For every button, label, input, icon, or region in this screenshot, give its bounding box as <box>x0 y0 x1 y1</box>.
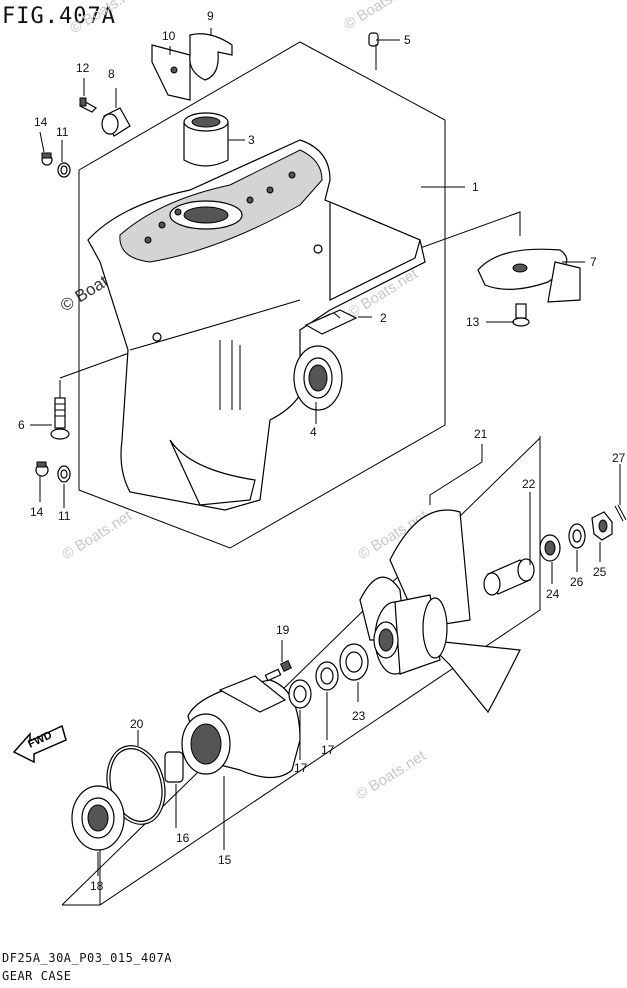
figure-title: FIG.407A <box>2 4 116 29</box>
watermark-text: © Boats.net <box>341 0 417 33</box>
callout-8: 8 <box>108 67 115 81</box>
propeller-hardware <box>483 504 627 596</box>
callout-2: 2 <box>380 311 387 325</box>
propeller <box>359 509 521 714</box>
callout-numbers: 1 2 3 4 5 6 7 8 9 10 11 11 12 13 14 14 1… <box>18 9 626 893</box>
callout-27: 27 <box>612 451 626 465</box>
figure-code: DF25A_30A_P03_015_407A <box>2 951 172 965</box>
plate-and-clip <box>151 33 233 101</box>
bolt-and-washer-lower <box>35 461 71 483</box>
callout-17-left: 17 <box>294 761 308 775</box>
callout-7: 7 <box>590 255 597 269</box>
callout-12: 12 <box>76 61 90 75</box>
callout-13: 13 <box>466 315 480 329</box>
carrier-assembly <box>164 643 369 783</box>
callout-11-lower: 11 <box>58 509 71 523</box>
oring-and-bearing <box>71 745 166 851</box>
callout-22: 22 <box>522 477 536 491</box>
retainer-clip <box>304 309 358 335</box>
callout-10: 10 <box>162 29 176 43</box>
callout-21: 21 <box>474 427 488 441</box>
callout-3: 3 <box>248 133 255 147</box>
watermark-text: © Boats.net <box>67 0 143 37</box>
callout-11-upper: 11 <box>56 125 69 139</box>
leader-lines <box>30 28 621 876</box>
callout-25: 25 <box>593 565 607 579</box>
callout-17-right: 17 <box>321 743 335 757</box>
figure-name: GEAR CASE <box>2 969 72 983</box>
callout-24: 24 <box>546 587 560 601</box>
callout-6: 6 <box>18 418 25 432</box>
watermark-text: © Boats.net <box>353 747 429 804</box>
ball-bearing-upper <box>293 345 343 411</box>
callout-14-lower: 14 <box>30 505 44 519</box>
grommet-and-screw <box>79 97 131 137</box>
watermark-text: © Boats.net <box>59 507 135 564</box>
callout-9: 9 <box>207 9 214 23</box>
callout-19: 19 <box>276 623 290 637</box>
callout-23: 23 <box>352 709 366 723</box>
callout-5: 5 <box>404 33 411 47</box>
bearing-sleeve <box>183 112 229 167</box>
bolt-long <box>50 397 70 440</box>
forward-direction-arrow: FWD <box>12 724 67 764</box>
callout-26: 26 <box>570 575 584 589</box>
gear-case-housing <box>87 139 426 511</box>
callout-20: 20 <box>130 717 144 731</box>
callout-1: 1 <box>472 180 479 194</box>
callout-16: 16 <box>176 831 190 845</box>
callout-4: 4 <box>310 425 317 439</box>
anode-plate <box>477 248 581 327</box>
bolt-and-washer-upper <box>41 152 71 178</box>
callout-14-upper: 14 <box>34 115 48 129</box>
callout-18: 18 <box>90 879 104 893</box>
callout-15: 15 <box>218 853 232 867</box>
